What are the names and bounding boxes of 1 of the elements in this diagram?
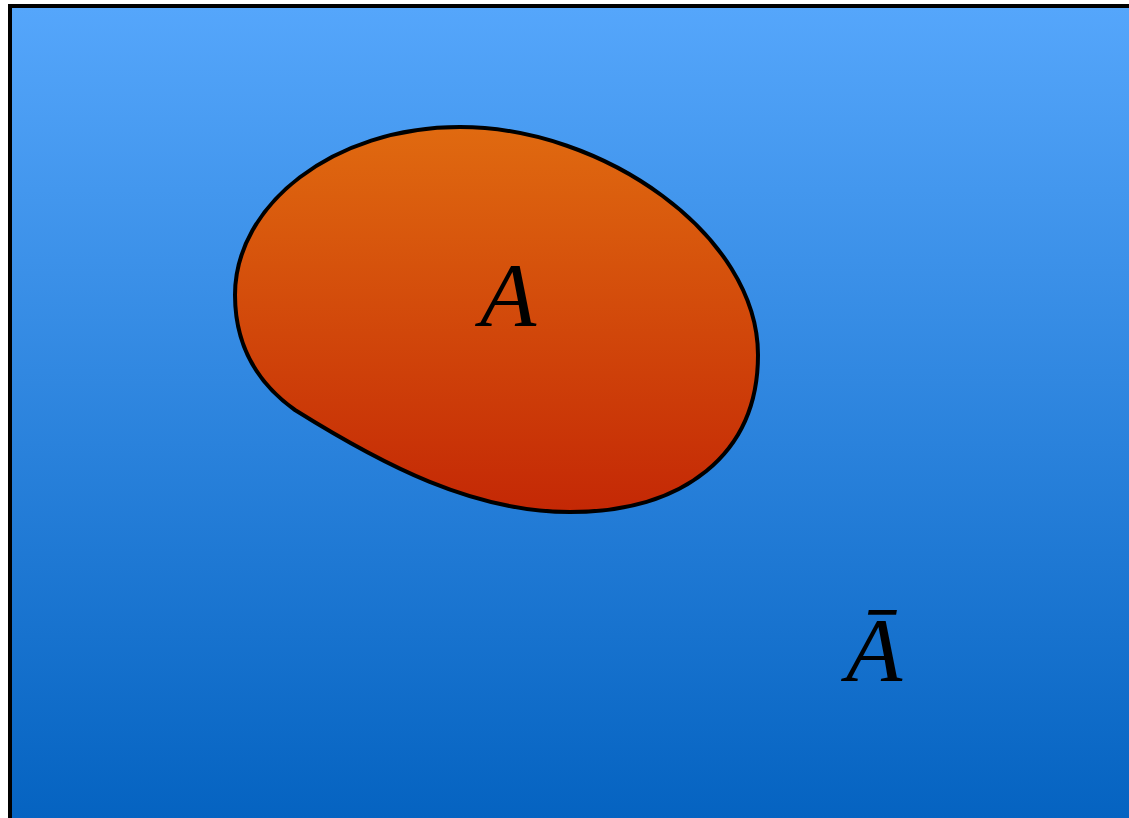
universe-rectangle [8,4,1129,818]
